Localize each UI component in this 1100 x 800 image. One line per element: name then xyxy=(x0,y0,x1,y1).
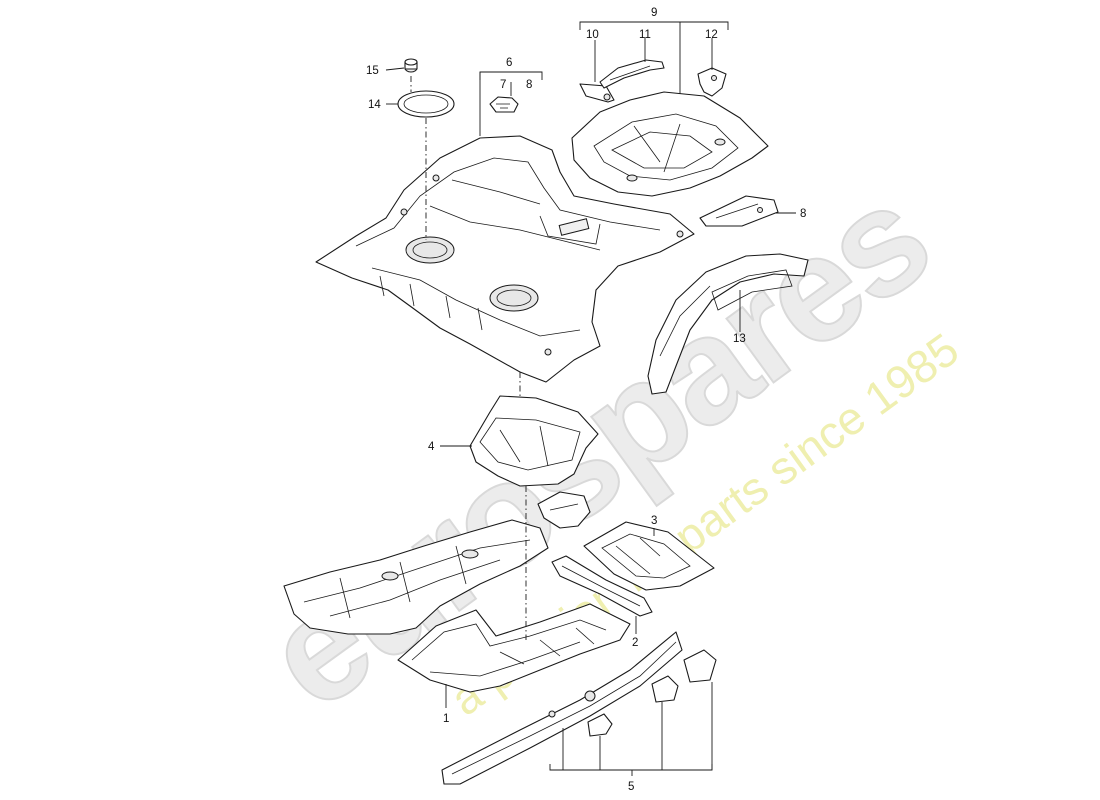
callout-10: 10 xyxy=(586,29,599,41)
rear-floor-panel[interactable] xyxy=(315,135,695,383)
spare-wheel-well-panel[interactable] xyxy=(571,91,769,197)
bracket-under-tub[interactable] xyxy=(537,491,591,529)
bracket-part-7[interactable] xyxy=(489,96,519,113)
callout-4: 4 xyxy=(428,441,435,453)
floor-panel-part-1[interactable] xyxy=(397,603,631,693)
callout-8-top: 8 xyxy=(526,79,532,91)
callout-13: 13 xyxy=(733,333,746,345)
callout-14: 14 xyxy=(368,99,381,111)
seal-ring-part-14[interactable] xyxy=(397,90,455,118)
wheel-house-part-13[interactable] xyxy=(647,253,809,395)
nut-part-15[interactable] xyxy=(404,58,418,73)
side-sill-part-5[interactable] xyxy=(441,631,683,785)
leader-lines xyxy=(385,21,796,776)
callout-1: 1 xyxy=(443,713,449,725)
cross-member-part-2[interactable] xyxy=(551,555,653,617)
tunnel-tub-part-4[interactable] xyxy=(469,395,599,487)
callout-9: 9 xyxy=(651,7,657,19)
strap-part-11[interactable] xyxy=(599,59,665,89)
callout-11: 11 xyxy=(639,29,651,41)
callout-7: 7 xyxy=(500,79,506,91)
clip-part-12[interactable] xyxy=(697,67,727,97)
sill-bracket-b[interactable] xyxy=(651,675,679,703)
callout-8-right: 8 xyxy=(800,208,806,220)
center-lines xyxy=(410,76,527,640)
bracket-part-10[interactable] xyxy=(579,83,615,103)
sill-bracket-c[interactable] xyxy=(683,649,717,683)
callout-3: 3 xyxy=(651,515,657,527)
sill-bracket-a[interactable] xyxy=(587,713,613,737)
callout-2: 2 xyxy=(632,637,638,649)
front-floor-section[interactable] xyxy=(283,519,549,635)
callouts: 15 14 6 7 8 9 10 11 12 8 13 4 3 2 1 5 xyxy=(366,7,806,793)
callout-6: 6 xyxy=(506,57,512,69)
bracket-part-8[interactable] xyxy=(699,195,779,227)
callout-15: 15 xyxy=(366,65,379,77)
callout-12: 12 xyxy=(705,29,718,41)
cross-member-plate-part-3[interactable] xyxy=(583,521,715,591)
callout-5: 5 xyxy=(628,781,634,793)
